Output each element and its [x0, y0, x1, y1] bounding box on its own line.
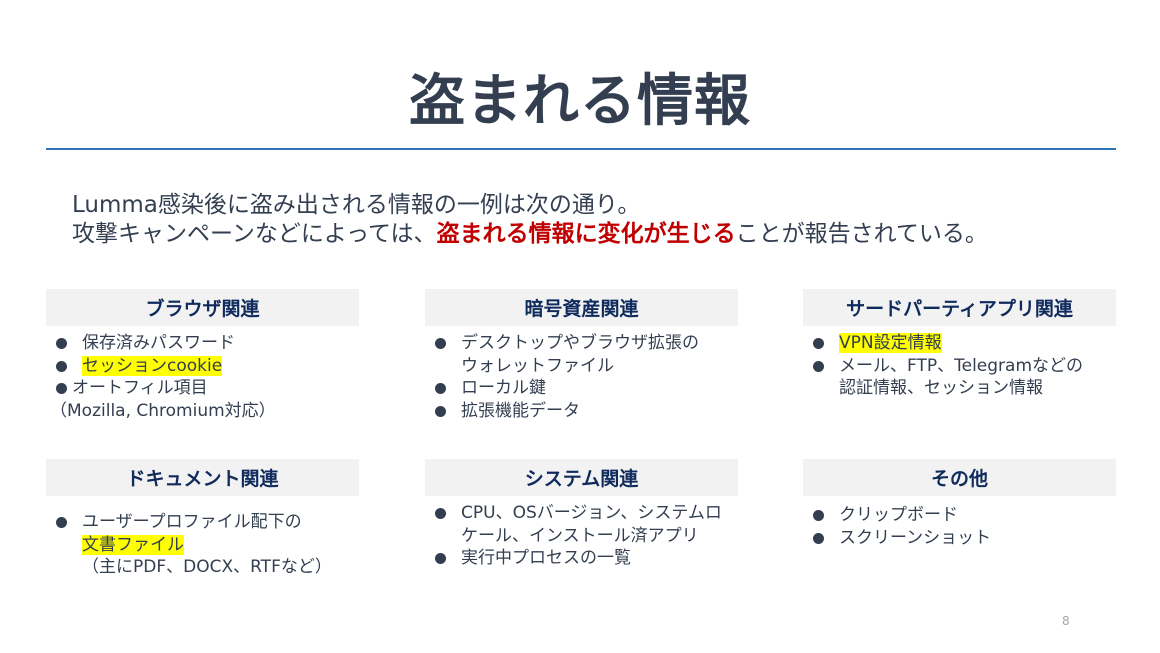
category-list: VPN設定情報 メール、FTP、Telegramなどの 認証情報、セッション情報: [803, 326, 1116, 400]
item-text: CPU、OSバージョン、システムロ: [461, 503, 722, 523]
category-system: システム関連 CPU、OSバージョン、システムロ ケール、インストール済アプリ …: [425, 459, 738, 570]
lead-line-1: Lumma感染後に盗み出される情報の一例は次の通り。: [72, 192, 641, 218]
category-header: 暗号資産関連: [425, 289, 738, 326]
list-item: デスクトップやブラウザ拡張の ウォレットファイル: [425, 332, 738, 377]
item-text-highlighted: VPN設定情報: [839, 333, 942, 353]
item-text-continuation: ケール、インストール済アプリ: [461, 525, 699, 546]
category-list: CPU、OSバージョン、システムロ ケール、インストール済アプリ 実行中プロセス…: [425, 496, 738, 570]
list-item: クリップボード: [803, 504, 1116, 527]
category-browser: ブラウザ関連 保存済みパスワード セッションcookie オートフィル項目 （M…: [46, 289, 359, 422]
bullet-icon: [56, 338, 67, 349]
item-text: スクリーンショット: [839, 527, 992, 548]
item-text: ローカル鍵: [461, 378, 546, 398]
category-crypto: 暗号資産関連 デスクトップやブラウザ拡張の ウォレットファイル ローカル鍵 拡張…: [425, 289, 738, 422]
category-documents: ドキュメント関連 ユーザープロファイル配下の 文書ファイル （主にPDF、DOC…: [46, 459, 359, 579]
category-list: クリップボード スクリーンショット: [803, 496, 1116, 549]
list-item: ユーザープロファイル配下の 文書ファイル: [46, 511, 359, 556]
category-note: （Mozilla, Chromium対応）: [50, 400, 276, 421]
item-text-highlighted: 文書ファイル: [82, 534, 184, 555]
bullet-icon: [813, 510, 824, 521]
bullet-icon: [56, 517, 67, 528]
lead-emphasis: 盗まれる情報に変化が生じる: [436, 221, 736, 247]
category-header: システム関連: [425, 459, 738, 496]
category-list: デスクトップやブラウザ拡張の ウォレットファイル ローカル鍵 拡張機能データ: [425, 326, 738, 422]
item-text: デスクトップやブラウザ拡張の: [461, 333, 699, 353]
lead-line-2-suffix: ことが報告されている。: [735, 221, 988, 247]
bullet-icon: [56, 360, 67, 372]
bullet-icon: [435, 338, 446, 349]
lead-line-2-prefix: 攻撃キャンペーンなどによっては、: [72, 221, 437, 247]
item-text: メール、FTP、Telegramなどの: [839, 355, 1084, 376]
item-text-continuation: 認証情報、セッション情報: [839, 378, 1043, 398]
category-other: その他 クリップボード スクリーンショット: [803, 459, 1116, 549]
bullet-icon: [813, 360, 824, 372]
item-text: ユーザープロファイル配下の: [82, 512, 302, 532]
category-header: サードパーティアプリ関連: [803, 289, 1116, 326]
lead-paragraph: Lumma感染後に盗み出される情報の一例は次の通り。 攻撃キャンペーンなどによっ…: [72, 191, 988, 249]
list-item: VPN設定情報: [803, 332, 1116, 355]
item-text: クリップボード: [839, 505, 958, 525]
bullet-icon: [435, 553, 446, 564]
list-item: オートフィル項目: [46, 377, 359, 400]
list-item: 実行中プロセスの一覧: [425, 547, 738, 570]
category-header: ブラウザ関連: [46, 289, 359, 326]
item-text: オートフィル項目: [72, 378, 208, 398]
item-text: 保存済みパスワード: [82, 333, 235, 353]
item-text-continuation: ウォレットファイル: [461, 355, 614, 376]
lead-line-2: 攻撃キャンペーンなどによっては、盗まれる情報に変化が生じることが報告されている。: [72, 220, 988, 249]
list-item: スクリーンショット: [803, 527, 1116, 550]
list-item: 拡張機能データ: [425, 400, 738, 423]
category-header: ドキュメント関連: [46, 459, 359, 496]
bullet-icon: [813, 532, 824, 544]
bullet-icon: [56, 383, 67, 394]
bullet-icon: [435, 405, 446, 417]
slide-title: 盗まれる情報: [409, 69, 751, 134]
page-number: 8: [1062, 614, 1070, 628]
category-list: ユーザープロファイル配下の 文書ファイル （主にPDF、DOCX、RTFなど）: [46, 496, 359, 579]
list-item: メール、FTP、Telegramなどの 認証情報、セッション情報: [803, 355, 1116, 400]
list-item: セッションcookie: [46, 355, 359, 378]
category-header: その他: [803, 459, 1116, 496]
bullet-icon: [813, 338, 824, 349]
list-item: ローカル鍵: [425, 377, 738, 400]
list-item: CPU、OSバージョン、システムロ ケール、インストール済アプリ: [425, 502, 738, 547]
category-list: 保存済みパスワード セッションcookie オートフィル項目 （Mozilla,…: [46, 326, 359, 422]
bullet-icon: [435, 383, 446, 394]
item-text-highlighted: セッションcookie: [82, 355, 223, 376]
category-note: （主にPDF、DOCX、RTFなど）: [82, 557, 332, 577]
list-item: 保存済みパスワード: [46, 332, 359, 355]
category-third-party-apps: サードパーティアプリ関連 VPN設定情報 メール、FTP、Telegramなどの…: [803, 289, 1116, 400]
item-text: 実行中プロセスの一覧: [461, 548, 631, 568]
item-text: 拡張機能データ: [461, 400, 580, 421]
bullet-icon: [435, 508, 446, 519]
title-divider: [46, 148, 1116, 150]
